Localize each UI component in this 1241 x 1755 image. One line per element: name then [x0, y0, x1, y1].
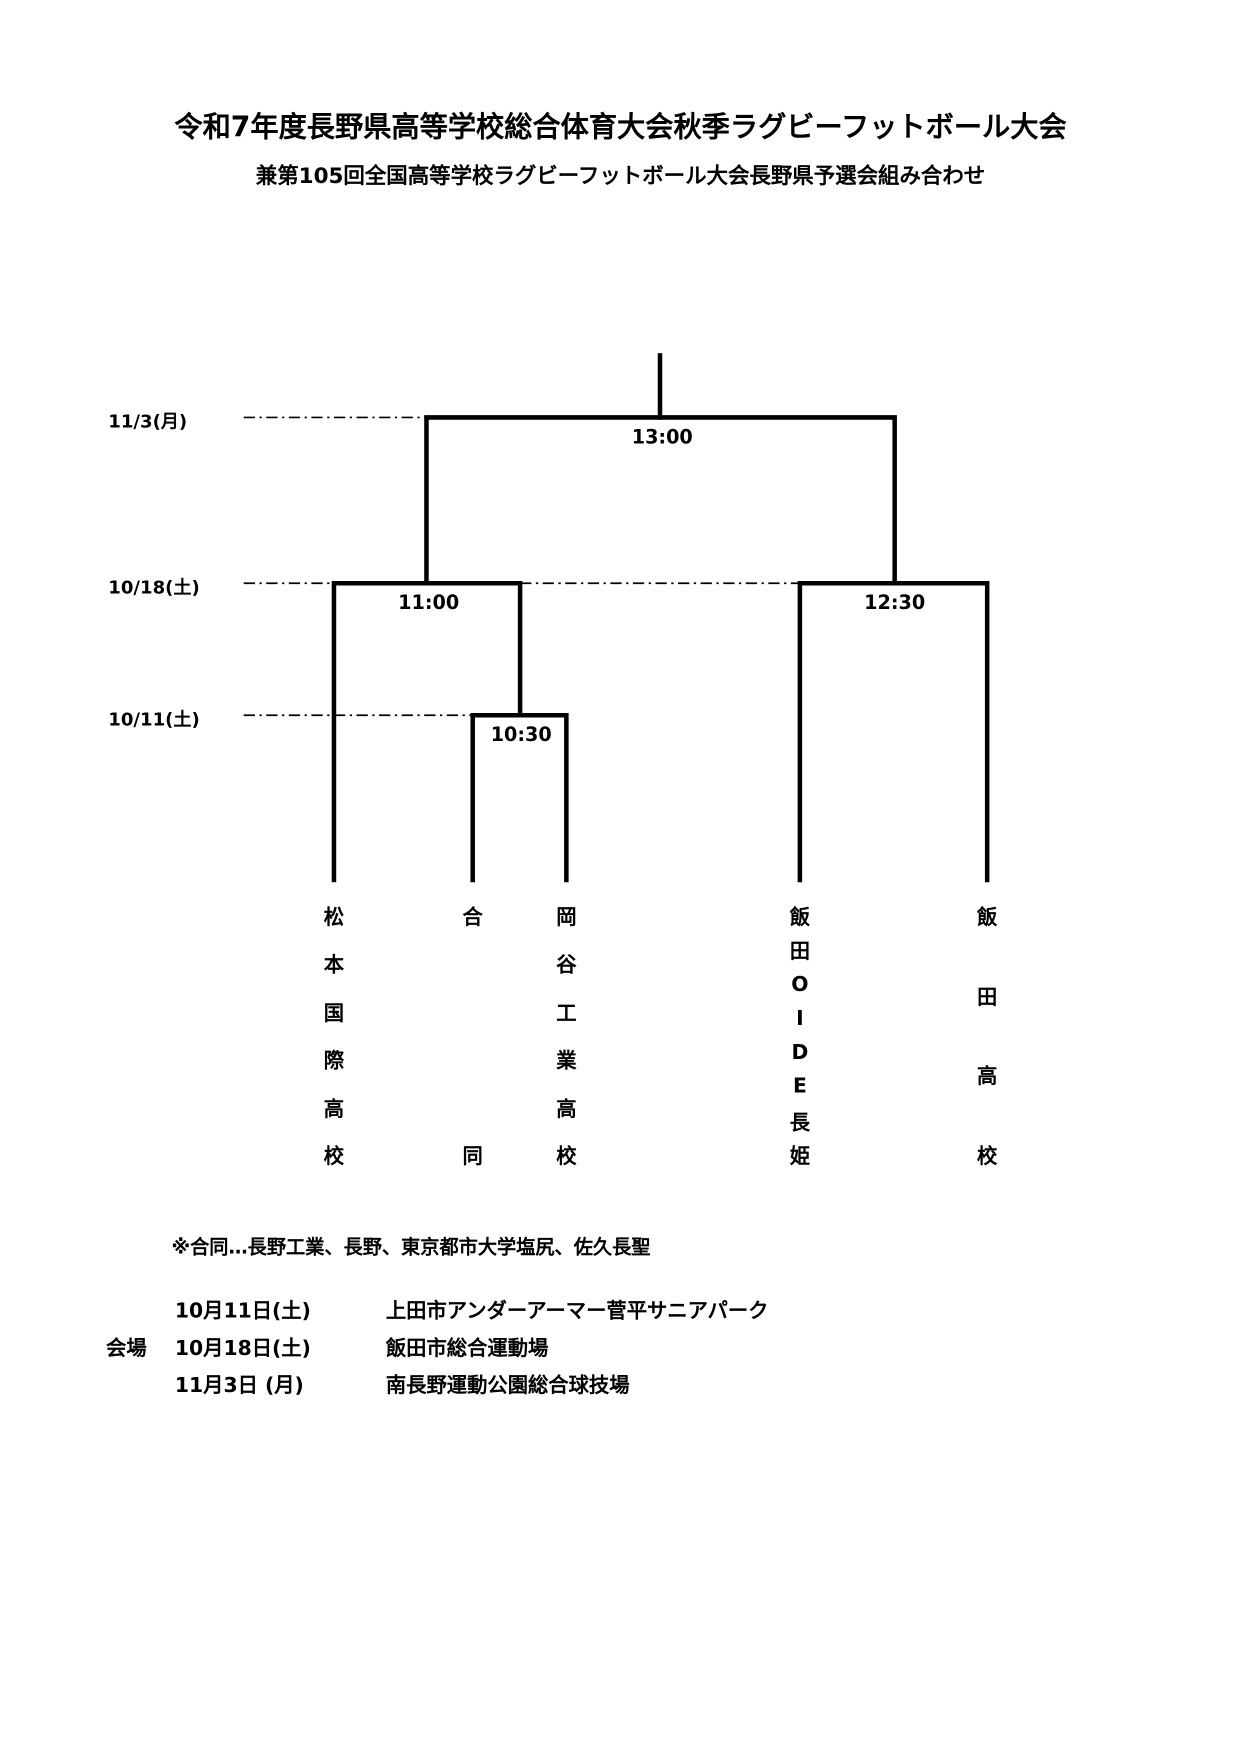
- semi-right-bracket: [797, 581, 990, 883]
- date-label-semis: 10/18(土): [108, 576, 200, 598]
- team-name-char: 高: [323, 1097, 345, 1121]
- team-name-char: 田: [789, 940, 811, 964]
- team-name-char: 岡: [556, 905, 577, 930]
- semi-left-bracket: [331, 581, 523, 883]
- page-subtitle: 兼第105回全国高等学校ラグビーフットボール大会長野県予選会組み合わせ: [255, 163, 986, 189]
- venue-date: 11月3日 (月): [174, 1374, 304, 1398]
- page-title: 令和7年度長野県高等学校総合体育大会秋季ラグビーフットボール大会: [174, 110, 1067, 144]
- venue-date: 10月11日(土): [174, 1299, 311, 1324]
- team-name-char: 国: [323, 1001, 345, 1026]
- team-name-char: 飯: [789, 905, 811, 930]
- team-name-char: 本: [323, 953, 345, 978]
- team-name-char: 業: [556, 1049, 577, 1074]
- team-name-char: 高: [556, 1097, 577, 1121]
- team-name-char: E: [792, 1075, 807, 1099]
- venue-date: 10月18日(土): [174, 1336, 311, 1361]
- team-name-char: O: [791, 972, 809, 997]
- match-time-semi-right: 12:30: [864, 592, 926, 615]
- team-name-char: 高: [977, 1065, 998, 1090]
- team-name-char: 姫: [789, 1145, 811, 1169]
- team-name-char: 校: [977, 1145, 998, 1169]
- date-label-final: 11/3(月): [108, 410, 188, 433]
- match-time-first-round: 10:30: [490, 724, 552, 747]
- team-name-char: 工: [556, 1001, 577, 1026]
- team-name-char: 松: [323, 905, 345, 930]
- venue-place: 南長野運動公園総合球技場: [385, 1374, 630, 1398]
- match-time-semi-left: 11:00: [398, 592, 460, 615]
- joint-team-note: ※合同…長野工業、長野、東京都市大学塩尻、佐久長聖: [171, 1236, 651, 1260]
- team-name-char: 田: [977, 985, 998, 1010]
- team-name-char: 校: [556, 1145, 577, 1169]
- first-round-bracket: [470, 713, 569, 883]
- venue-place: 飯田市総合運動場: [385, 1336, 549, 1361]
- venue-label: 会場: [106, 1336, 147, 1361]
- team-name-char: D: [791, 1040, 809, 1065]
- team-name-char: 校: [323, 1145, 345, 1169]
- team-name-char: 谷: [556, 953, 577, 978]
- team-name-char: I: [796, 1006, 804, 1031]
- team-name-char: 際: [323, 1049, 345, 1074]
- date-label-first-round: 10/11(土): [108, 708, 200, 730]
- team-name-char: 飯: [977, 905, 998, 930]
- team-name-char: 同: [462, 1145, 483, 1169]
- venue-place: 上田市アンダーアーマー菅平サニアパーク: [385, 1299, 769, 1324]
- final-bracket: [424, 415, 897, 586]
- match-time-final: 13:00: [631, 426, 693, 450]
- team-name-char: 合: [462, 905, 483, 930]
- team-name-char: 長: [789, 1110, 811, 1135]
